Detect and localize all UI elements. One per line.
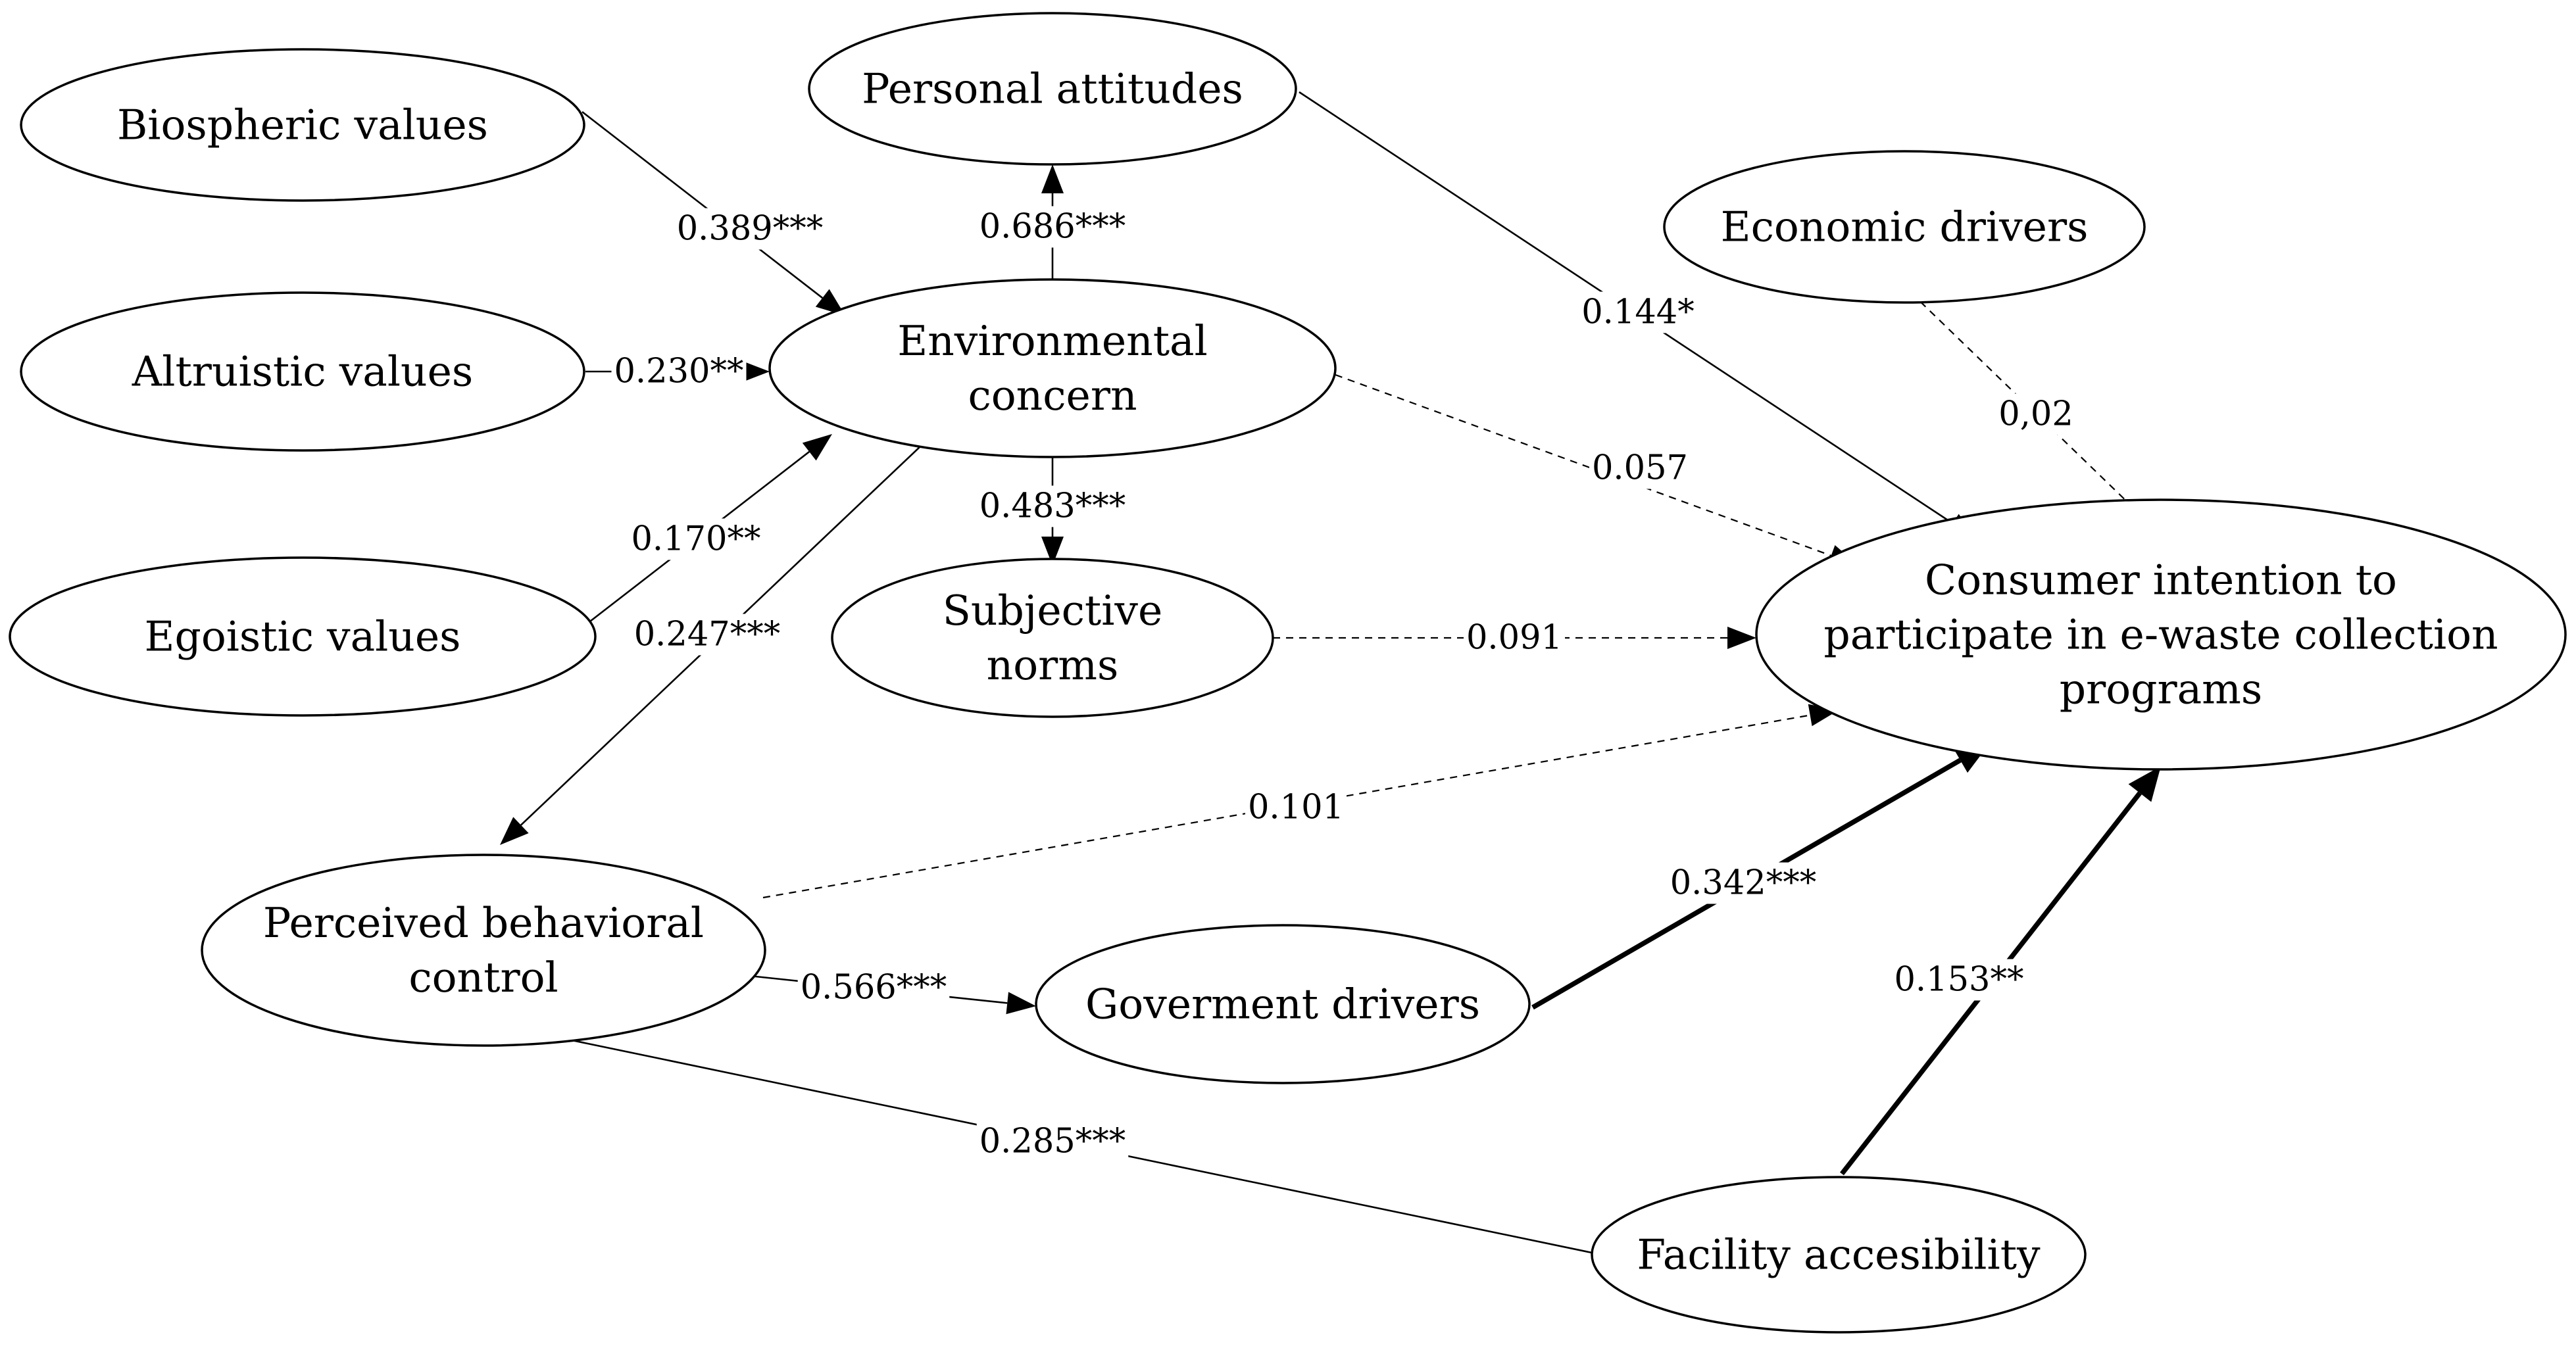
arrowhead bbox=[741, 360, 770, 383]
arrowhead bbox=[2128, 766, 2161, 802]
node-egoistic: Egoistic values bbox=[9, 556, 597, 717]
node-economic-ellipse bbox=[1663, 150, 2146, 304]
edge-label-bg bbox=[1891, 959, 2027, 1001]
node-norms-ellipse bbox=[831, 558, 1274, 718]
edge-line bbox=[582, 110, 824, 299]
edge-label-bg bbox=[1463, 617, 1566, 659]
node-concern-ellipse bbox=[768, 278, 1337, 458]
node-pbc-label: Perceived behavioral bbox=[263, 899, 704, 947]
edge-label-bg bbox=[1245, 786, 1347, 829]
node-pbc: Perceived behavioral control bbox=[201, 854, 766, 1047]
node-government-ellipse bbox=[1035, 924, 1531, 1084]
node-attitudes-label: Personal attitudes bbox=[862, 65, 1243, 113]
edge-label-bg bbox=[611, 350, 747, 393]
edge-label-concern-to-intention: 0.057 bbox=[1589, 447, 1691, 489]
node-altruistic-label: Altruistic values bbox=[132, 348, 473, 396]
node-intention-label: participate in e-waste collection bbox=[1823, 611, 2498, 659]
arrowhead bbox=[1041, 537, 1064, 566]
node-concern: Environmental concern bbox=[768, 278, 1337, 458]
edge-coefficient: 0.153** bbox=[1894, 961, 2023, 1000]
node-facility-label: Facility accesibility bbox=[1637, 1231, 2041, 1279]
node-government: Goverment drivers bbox=[1035, 924, 1531, 1084]
edge-line bbox=[1335, 374, 1832, 556]
edge-label-bg bbox=[1996, 393, 2076, 435]
node-concern-label: concern bbox=[968, 372, 1137, 420]
arrowhead bbox=[500, 817, 529, 845]
node-altruistic: Altruistic values bbox=[20, 291, 585, 452]
edge-label-bg bbox=[1589, 447, 1691, 489]
arrowhead bbox=[1041, 164, 1064, 193]
arrowhead bbox=[1006, 992, 1036, 1015]
edge-biospheric-to-concern bbox=[582, 110, 845, 316]
node-pbc-ellipse bbox=[201, 854, 766, 1047]
edge-label-bg bbox=[1667, 862, 1820, 904]
node-egoistic-label: Egoistic values bbox=[145, 613, 461, 661]
edge-label-government-to-intention: 0.342*** bbox=[1667, 862, 1820, 904]
edge-label-attitudes-to-intention: 0.144* bbox=[1579, 291, 1697, 333]
edge-label-economic-to-intention: 0,02 bbox=[1996, 393, 2076, 435]
edge-label-bg bbox=[631, 614, 783, 656]
edge-coefficient: 0.686*** bbox=[979, 208, 1126, 247]
edge-label-concern-to-norms: 0.483*** bbox=[976, 485, 1129, 527]
node-norms-label: norms bbox=[987, 641, 1119, 689]
edge-label-egoistic-to-concern: 0.170** bbox=[628, 518, 764, 560]
edge-coefficient: 0.091 bbox=[1466, 619, 1562, 658]
edge-label-facility-to-pbc: 0.285*** bbox=[976, 1121, 1129, 1163]
arrowhead bbox=[815, 289, 845, 316]
edge-label-bg bbox=[976, 1121, 1129, 1163]
labels-layer: 0.389*** 0.230** 0.170** 0.686*** 0.483*** 0.… bbox=[611, 206, 2076, 1163]
edge-label-concern-to-attitudes: 0.686*** bbox=[976, 206, 1129, 248]
arrowhead bbox=[1727, 627, 1756, 649]
edge-coefficient: 0,02 bbox=[1998, 395, 2073, 434]
edge-label-bg bbox=[1579, 291, 1697, 333]
node-biospheric-label: Biospheric values bbox=[117, 101, 488, 149]
node-facility-ellipse bbox=[1591, 1176, 2087, 1334]
node-norms: Subjective norms bbox=[831, 558, 1274, 718]
edge-coefficient: 0.230** bbox=[614, 352, 743, 391]
node-norms-label: Subjective bbox=[943, 587, 1163, 635]
node-biospheric-ellipse bbox=[20, 48, 585, 202]
edge-label-facility-to-intention: 0.153** bbox=[1891, 959, 2027, 1001]
edge-coefficient: 0.566*** bbox=[801, 969, 947, 1007]
edge-label-altruistic-to-concern: 0.230** bbox=[611, 350, 747, 393]
edge-coefficient: 0.144* bbox=[1581, 293, 1695, 332]
node-economic: Economic drivers bbox=[1663, 150, 2146, 304]
node-intention-label: Consumer intention to bbox=[1925, 556, 2397, 604]
edge-coefficient: 0.057 bbox=[1592, 449, 1688, 488]
edge-label-bg bbox=[976, 206, 1129, 248]
node-intention-ellipse bbox=[1755, 498, 2567, 771]
edge-coefficient: 0.389*** bbox=[677, 210, 824, 249]
node-economic-label: Economic drivers bbox=[1721, 203, 2089, 251]
edge-label-bg bbox=[674, 208, 826, 250]
edge-label-bg bbox=[976, 485, 1129, 527]
edge-label-biospheric-to-concern: 0.389*** bbox=[674, 208, 826, 250]
arrowhead bbox=[802, 434, 832, 461]
node-concern-label: Environmental bbox=[897, 317, 1208, 365]
node-intention: Consumer intention to participate in e-wa… bbox=[1755, 498, 2567, 771]
edge-coefficient: 0.285*** bbox=[979, 1123, 1126, 1161]
node-facility: Facility accesibility bbox=[1591, 1176, 2087, 1334]
node-egoistic-ellipse bbox=[9, 556, 597, 717]
edge-label-bg bbox=[628, 518, 764, 560]
edge-label-concern-to-pbc: 0.247*** bbox=[631, 614, 783, 656]
edge-coefficient: 0.342*** bbox=[1670, 864, 1817, 903]
edge-coefficient: 0.101 bbox=[1248, 788, 1344, 827]
node-attitudes: Personal attitudes bbox=[808, 12, 1297, 166]
edge-label-norms-to-intention: 0.091 bbox=[1463, 617, 1566, 659]
edge-coefficient: 0.170** bbox=[631, 520, 760, 559]
node-altruistic-ellipse bbox=[20, 291, 585, 452]
edge-label-pbc-to-intention: 0.101 bbox=[1245, 786, 1347, 829]
node-attitudes-ellipse bbox=[808, 12, 1297, 166]
edge-label-bg bbox=[797, 967, 950, 1009]
edge-coefficient: 0.247*** bbox=[634, 616, 781, 654]
node-government-label: Goverment drivers bbox=[1085, 980, 1480, 1028]
node-intention-label: programs bbox=[2060, 665, 2262, 713]
edge-label-pbc-to-government: 0.566*** bbox=[797, 967, 950, 1009]
node-pbc-label: control bbox=[409, 954, 558, 1002]
edge-coefficient: 0.483*** bbox=[979, 487, 1126, 526]
node-biospheric: Biospheric values bbox=[20, 48, 585, 202]
